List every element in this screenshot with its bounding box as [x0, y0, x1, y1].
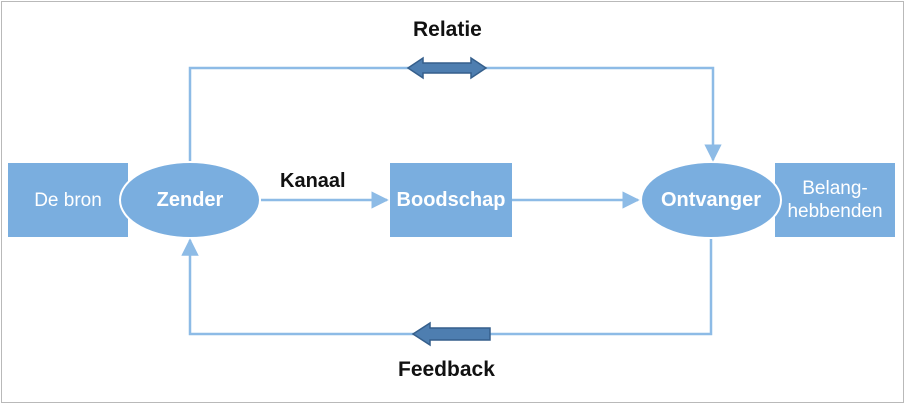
bron-box [8, 163, 128, 237]
ontvanger-ellipse [640, 161, 782, 239]
feedback-connector [181, 238, 713, 336]
zender-ellipse [119, 161, 261, 239]
relatie-label: Relatie [413, 18, 482, 41]
boodschap-text: Boodschap [396, 188, 506, 211]
double-arrow-icon [406, 56, 488, 80]
left-arrow-icon [411, 321, 491, 347]
belanghebbenden-box [775, 163, 895, 237]
belanghebbenden-text: Belang- hebbenden [787, 178, 883, 222]
relatie-connector [188, 66, 722, 162]
bron-text: De bron [34, 189, 102, 211]
boodschap-box [390, 163, 512, 237]
feedback-label: Feedback [398, 358, 495, 381]
zender-text: Zender [156, 188, 224, 211]
kanaal-label: Kanaal [280, 170, 346, 192]
ontvanger-text: Ontvanger [660, 188, 762, 211]
